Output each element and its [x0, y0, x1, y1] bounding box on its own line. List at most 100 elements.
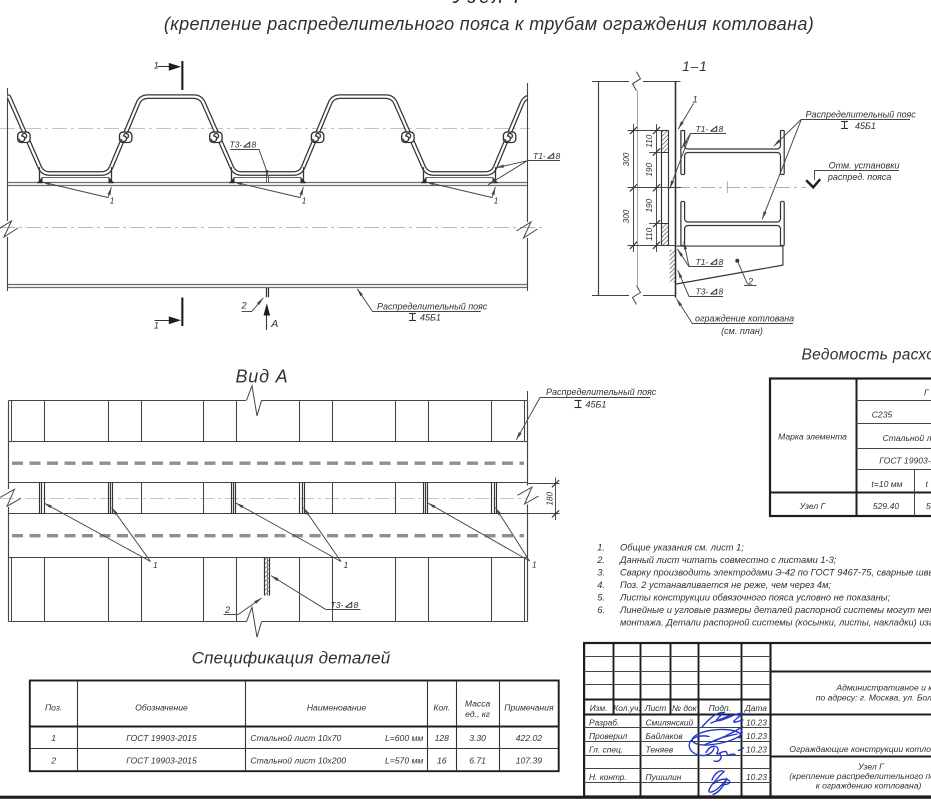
svg-text:8: 8	[354, 600, 359, 610]
svg-text:1: 1	[693, 94, 698, 104]
svg-text:Обозначение: Обозначение	[135, 702, 188, 712]
svg-text:t=10 мм: t=10 мм	[871, 479, 902, 489]
svg-text:2.: 2.	[596, 555, 605, 565]
svg-text:10.23: 10.23	[746, 731, 767, 741]
svg-text:Ограждающие конструкции котлов: Ограждающие конструкции котлована	[789, 744, 931, 754]
svg-text:422.02: 422.02	[516, 733, 543, 743]
svg-text:ГОСТ 19903-2: ГОСТ 19903-2	[879, 456, 931, 466]
svg-text:Т1-: Т1-	[533, 151, 546, 161]
svg-text:монтажа. Детали распорной сист: монтажа. Детали распорной системы (косын…	[620, 618, 931, 628]
svg-text:Т3-: Т3-	[696, 287, 709, 297]
svg-text:2: 2	[240, 301, 246, 311]
svg-text:распред. пояса: распред. пояса	[827, 172, 891, 182]
svg-text:300: 300	[622, 209, 631, 223]
svg-text:Ведомость расхода стали: Ведомость расхода стали	[802, 347, 931, 364]
svg-text:Поз. 2 устанавливается не реже: Поз. 2 устанавливается не реже, чем чере…	[620, 580, 831, 590]
svg-text:Распределительный пояс: Распределительный пояс	[377, 301, 488, 311]
svg-text:8: 8	[719, 287, 724, 297]
svg-text:Линейные и угловые размеры дет: Линейные и угловые размеры деталей распо…	[619, 605, 931, 615]
svg-text:(крепление распределительного: (крепление распределительного пояса к тр…	[164, 14, 814, 34]
svg-text:3.30: 3.30	[469, 733, 486, 743]
svg-text:8: 8	[719, 257, 724, 267]
svg-text:Данный лист читать совместно с: Данный лист читать совместно с листами 1…	[619, 555, 837, 565]
svg-text:1: 1	[153, 560, 158, 570]
svg-text:Общие указания см. лист 1;: Общие указания см. лист 1;	[620, 543, 744, 553]
svg-text:300: 300	[622, 152, 631, 166]
svg-text:1: 1	[302, 196, 307, 206]
svg-text:1: 1	[532, 560, 537, 570]
svg-text:Смилянский: Смилянский	[646, 718, 694, 728]
svg-text:Спецификация деталей: Спецификация деталей	[192, 649, 391, 668]
svg-text:10.23: 10.23	[746, 718, 767, 728]
svg-text:6.71: 6.71	[469, 756, 486, 766]
svg-text:1–1: 1–1	[682, 59, 708, 74]
svg-text:110: 110	[645, 227, 654, 240]
svg-text:(см. план): (см. план)	[721, 326, 763, 336]
svg-text:Стальной лист 10х200: Стальной лист 10х200	[250, 756, 346, 766]
svg-text:Байлаков: Байлаков	[646, 731, 684, 741]
svg-text:128: 128	[435, 733, 450, 743]
svg-text:8: 8	[252, 140, 257, 150]
svg-text:8: 8	[719, 124, 724, 134]
svg-text:10.23: 10.23	[746, 772, 767, 782]
svg-text:Марка элемента: Марка элемента	[778, 432, 847, 442]
svg-text:110: 110	[645, 134, 654, 147]
svg-text:Узел Г: Узел Г	[857, 762, 885, 772]
svg-text:ГОСТ 19903-2015: ГОСТ 19903-2015	[126, 733, 197, 743]
svg-text:1: 1	[494, 196, 499, 206]
svg-text:180: 180	[546, 492, 555, 506]
svg-text:1: 1	[344, 560, 349, 570]
svg-text:Пушилин: Пушилин	[646, 772, 682, 782]
svg-text:Стальной лист: Стальной лист	[883, 433, 931, 443]
svg-text:Наименование: Наименование	[307, 702, 367, 712]
svg-text:Отм. установки: Отм. установки	[829, 160, 900, 170]
svg-text:3.: 3.	[597, 568, 605, 578]
svg-text:Поз.: Поз.	[45, 702, 62, 712]
svg-text:10.23: 10.23	[746, 745, 767, 755]
svg-text:190: 190	[645, 163, 654, 177]
svg-text:L=600 мм: L=600 мм	[385, 733, 423, 743]
svg-text:5: 5	[926, 501, 931, 511]
svg-text:6.: 6.	[597, 605, 605, 615]
svg-text:16: 16	[437, 756, 447, 766]
svg-text:Кол.уч.: Кол.уч.	[613, 703, 640, 713]
svg-text:Распределительный пояс: Распределительный пояс	[546, 387, 657, 397]
svg-text:45Б1: 45Б1	[586, 400, 607, 410]
svg-text:ед., кг: ед., кг	[465, 709, 491, 719]
svg-text:45Б1: 45Б1	[855, 121, 876, 131]
svg-text:8: 8	[556, 151, 561, 161]
svg-text:(крепление распределительного: (крепление распределительного пояса	[789, 771, 931, 781]
svg-text:Административное и культ: Административное и культ	[835, 683, 931, 693]
svg-text:Распределительный пояс: Распределительный пояс	[806, 109, 917, 119]
svg-text:Кол.: Кол.	[433, 702, 450, 712]
svg-text:Примечания: Примечания	[504, 702, 554, 712]
svg-text:45Б1: 45Б1	[420, 313, 441, 323]
svg-text:529.40: 529.40	[873, 501, 900, 511]
svg-text:Н. контр.: Н. контр.	[589, 772, 627, 782]
svg-text:С235: С235	[872, 410, 893, 420]
svg-text:А: А	[270, 318, 278, 330]
svg-text:Листы конструкции обвязочного: Листы конструкции обвязочного пояса усло…	[619, 593, 891, 603]
svg-text:Сварку производить электродами: Сварку производить электродами Э-42 по Г…	[620, 568, 931, 578]
svg-text:Вид А: Вид А	[236, 367, 289, 387]
svg-text:Разраб.: Разраб.	[589, 718, 619, 728]
svg-text:Гл. спец.: Гл. спец.	[589, 745, 623, 755]
svg-text:Т3-: Т3-	[331, 600, 344, 610]
svg-text:1: 1	[154, 321, 159, 331]
svg-text:1: 1	[154, 60, 159, 70]
svg-text:Изм.: Изм.	[590, 703, 608, 713]
svg-text:1: 1	[51, 733, 56, 743]
svg-text:№ док: № док	[672, 703, 698, 713]
svg-text:Г: Г	[924, 388, 930, 398]
svg-text:Т3-: Т3-	[230, 140, 243, 150]
svg-text:Лист: Лист	[644, 703, 667, 713]
svg-text:к ограждению котлована): к ограждению котлована)	[816, 781, 922, 791]
svg-text:Масса: Масса	[465, 698, 491, 708]
svg-text:ограждение котлована: ограждение котлована	[695, 313, 794, 323]
svg-text:Т1-: Т1-	[696, 124, 709, 134]
svg-text:L=570 мм: L=570 мм	[385, 756, 423, 766]
svg-text:2: 2	[50, 756, 56, 766]
svg-text:Т1-: Т1-	[696, 257, 709, 267]
svg-text:1.: 1.	[597, 543, 605, 553]
svg-text:Проверил: Проверил	[589, 731, 628, 741]
